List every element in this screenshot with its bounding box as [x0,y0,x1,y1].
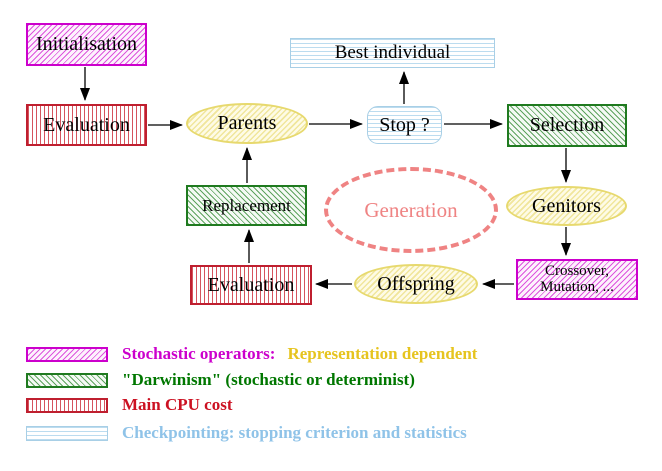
generation-label: Generation [364,197,458,222]
node-crossover-line1: Crossover, [545,262,609,279]
legend-swatch-red-stripes [26,397,108,413]
node-initialisation: Initialisation [26,23,147,66]
node-initialisation-label: Initialisation [35,33,138,55]
legend-row-main-cpu-cost: Main CPU cost [26,396,232,414]
legend-swatch-cyan-stripes [26,425,108,441]
legend-label-checkpointing: Checkpointing: stopping criterion and st… [122,423,467,442]
node-best-individual: Best individual [290,38,495,68]
legend-swatch-magenta-hatch [26,346,108,362]
node-selection: Selection [507,104,627,147]
node-evaluation-top: Evaluation [26,104,147,146]
node-crossover-mutation: Crossover, Mutation, ... [516,259,638,300]
legend-label-representation-dependent: Representation dependent [287,344,478,363]
node-offspring: Offspring [354,264,478,304]
node-parents: Parents [186,103,308,144]
legend-row-stochastic-operators: Stochastic operators: Representation depe… [26,345,477,363]
legend-label-main-cpu-cost: Main CPU cost [122,395,233,414]
node-evaluation-top-label: Evaluation [43,113,130,136]
node-genitors: Genitors [506,186,627,226]
legend-row-checkpointing: Checkpointing: stopping criterion and st… [26,424,467,442]
legend-label-darwinism: "Darwinism" (stochastic or determinist) [122,370,415,389]
node-selection-label: Selection [529,114,605,136]
node-replacement-label: Replacement [202,195,291,215]
legend-row-darwinism: "Darwinism" (stochastic or determinist) [26,371,415,389]
node-evaluation-bottom: Evaluation [190,265,312,305]
legend-label-stochastic-operators: Stochastic operators: [122,344,276,363]
node-replacement: Replacement [186,185,307,226]
node-offspring-label: Offspring [377,272,455,295]
legend-swatch-green-hatch [26,372,108,388]
node-evaluation-bottom-label: Evaluation [207,273,295,296]
node-stop: Stop ? [367,106,442,144]
node-stop-label: Stop ? [379,113,430,136]
node-genitors-label: Genitors [532,194,601,217]
generation-loop-ellipse: Generation [324,167,498,253]
node-parents-label: Parents [217,112,277,134]
node-crossover-line2: Mutation, ... [540,278,614,295]
node-best-individual-label: Best individual [334,42,451,64]
